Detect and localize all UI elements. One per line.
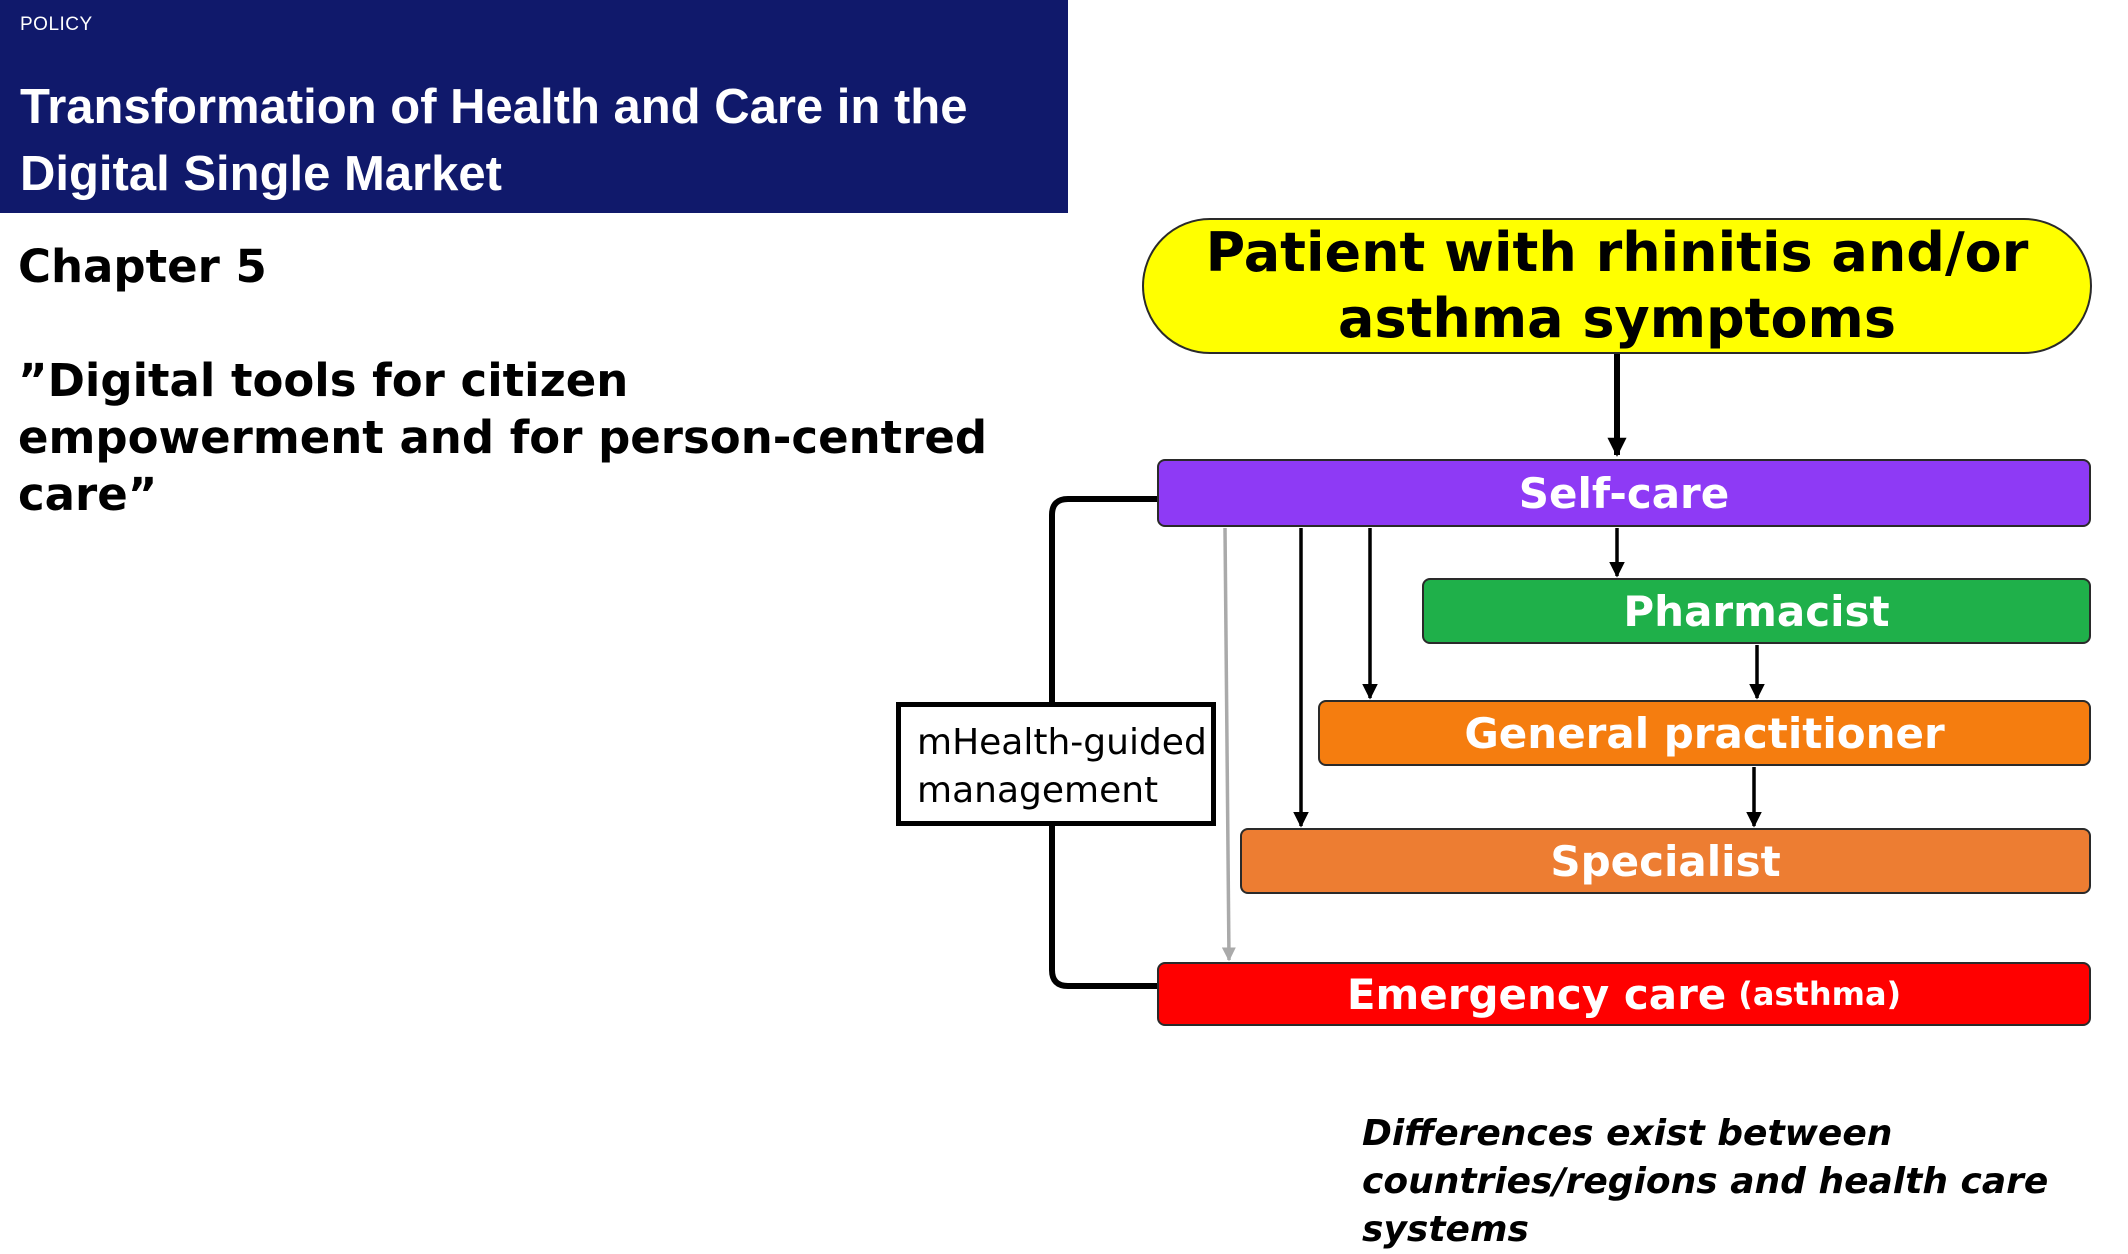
- mhealth-guided-management-label: mHealth-guided management: [896, 702, 1216, 826]
- emergency-care-node: Emergency care (asthma): [1157, 962, 2091, 1026]
- patient-node: Patient with rhinitis and/or asthma symp…: [1142, 218, 2092, 354]
- header-banner: POLICY Transformation of Health and Care…: [0, 0, 1068, 213]
- emergency-care-label: Emergency care: [1346, 969, 1727, 1019]
- specialist-node: Specialist: [1240, 828, 2091, 894]
- arrow-selfcare-to-emergency: [1221, 527, 1236, 962]
- self-care-node: Self-care: [1157, 459, 2091, 527]
- pharmacist-node: Pharmacist: [1422, 578, 2091, 644]
- emergency-qualifier: (asthma): [1738, 975, 1902, 1013]
- banner-title: Transformation of Health and Care in the…: [20, 80, 968, 201]
- chapter-subtitle: ”Digital tools for citizen empowerment a…: [18, 354, 988, 521]
- banner-tag: POLICY: [20, 14, 93, 35]
- differences-note: Differences exist between countries/regi…: [1362, 1113, 2049, 1250]
- chapter-label: Chapter 5: [18, 240, 267, 293]
- general-practitioner-node: General practitioner: [1318, 700, 2091, 766]
